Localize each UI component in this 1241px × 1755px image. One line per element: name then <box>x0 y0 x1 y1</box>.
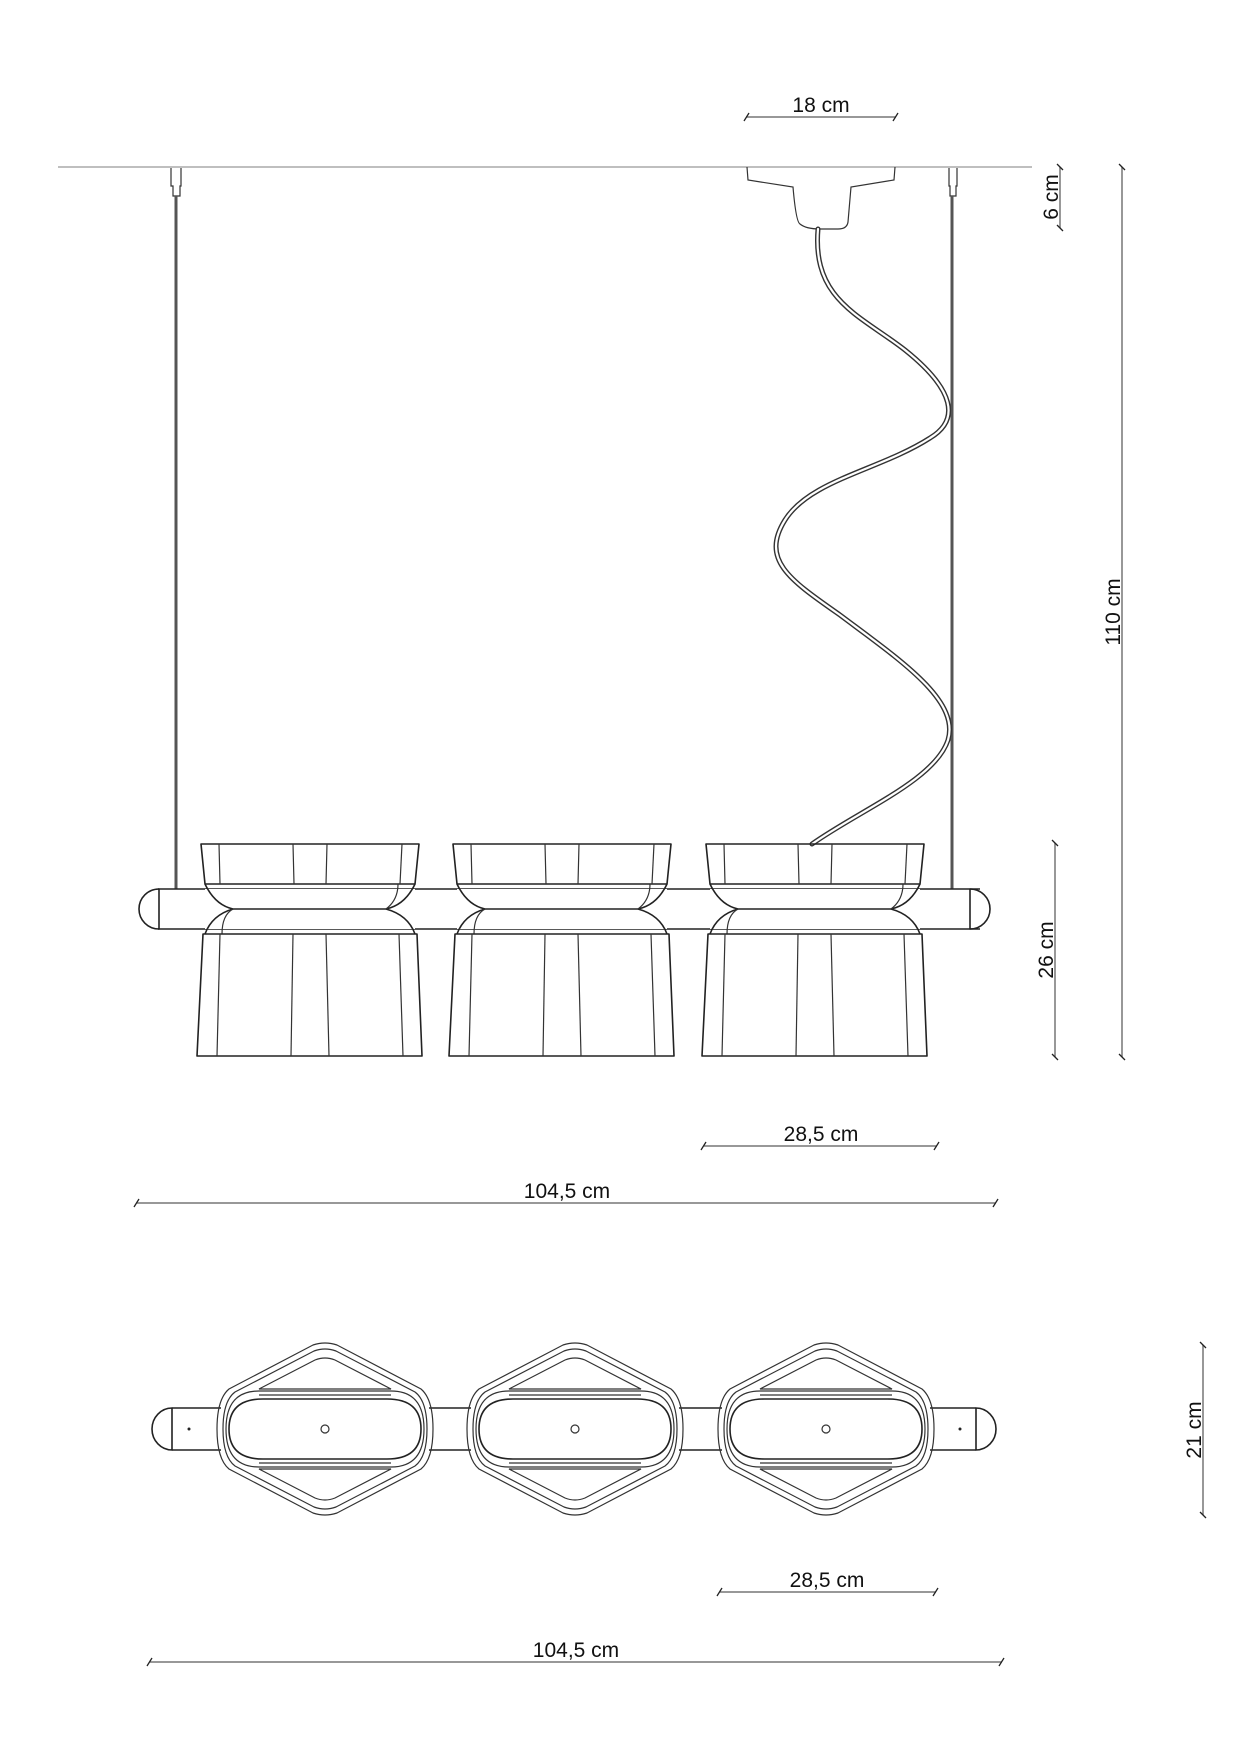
dimension-total-height: 110 cm <box>1102 163 1126 1061</box>
dimension-canopy-height: 6 cm <box>1040 163 1064 232</box>
front-elevation-view: 18 cm 6 cm 110 cm 26 cm 28,5 <box>58 94 1126 1208</box>
label-total-width-plan: 104,5 cm <box>533 1639 619 1662</box>
shade-front-2 <box>448 843 675 1057</box>
shade-plan-3 <box>717 1342 935 1516</box>
label-total-height: 110 cm <box>1102 578 1125 645</box>
wire-anchor-left <box>170 168 182 197</box>
label-canopy-height: 6 cm <box>1040 174 1063 220</box>
shade-front-1 <box>196 843 423 1057</box>
end-cap-left <box>138 888 160 930</box>
label-shade-width-front: 28,5 cm <box>784 1123 859 1146</box>
dimension-shade-width-plan: 28,5 cm <box>716 1569 939 1597</box>
label-total-width-front: 104,5 cm <box>524 1180 610 1203</box>
dimension-canopy-width: 18 cm <box>743 94 899 122</box>
dimension-plan-depth: 21 cm <box>1183 1341 1207 1519</box>
label-shade-width-plan: 28,5 cm <box>790 1569 865 1592</box>
end-cap-right <box>969 888 991 930</box>
power-cable <box>773 226 952 847</box>
dimension-shade-width-front: 28,5 cm <box>700 1123 940 1151</box>
plan-end-cap-left <box>151 1407 173 1451</box>
shade-plan-1 <box>216 1342 434 1516</box>
dimension-total-width-plan: 104,5 cm <box>146 1639 1005 1667</box>
shade-front-3 <box>701 843 928 1057</box>
shade-plan-2 <box>466 1342 684 1516</box>
label-canopy-width: 18 cm <box>792 94 849 117</box>
dimension-shade-height: 26 cm <box>1035 839 1059 1061</box>
label-shade-height: 26 cm <box>1035 921 1058 978</box>
plan-view: 21 cm 28,5 cm 104,5 cm <box>146 1341 1207 1667</box>
plan-end-cap-right <box>975 1407 997 1451</box>
ceiling-canopy <box>746 166 896 230</box>
wire-anchor-right <box>948 168 958 197</box>
dimension-total-width-front: 104,5 cm <box>133 1180 999 1208</box>
label-plan-depth: 21 cm <box>1183 1401 1206 1458</box>
